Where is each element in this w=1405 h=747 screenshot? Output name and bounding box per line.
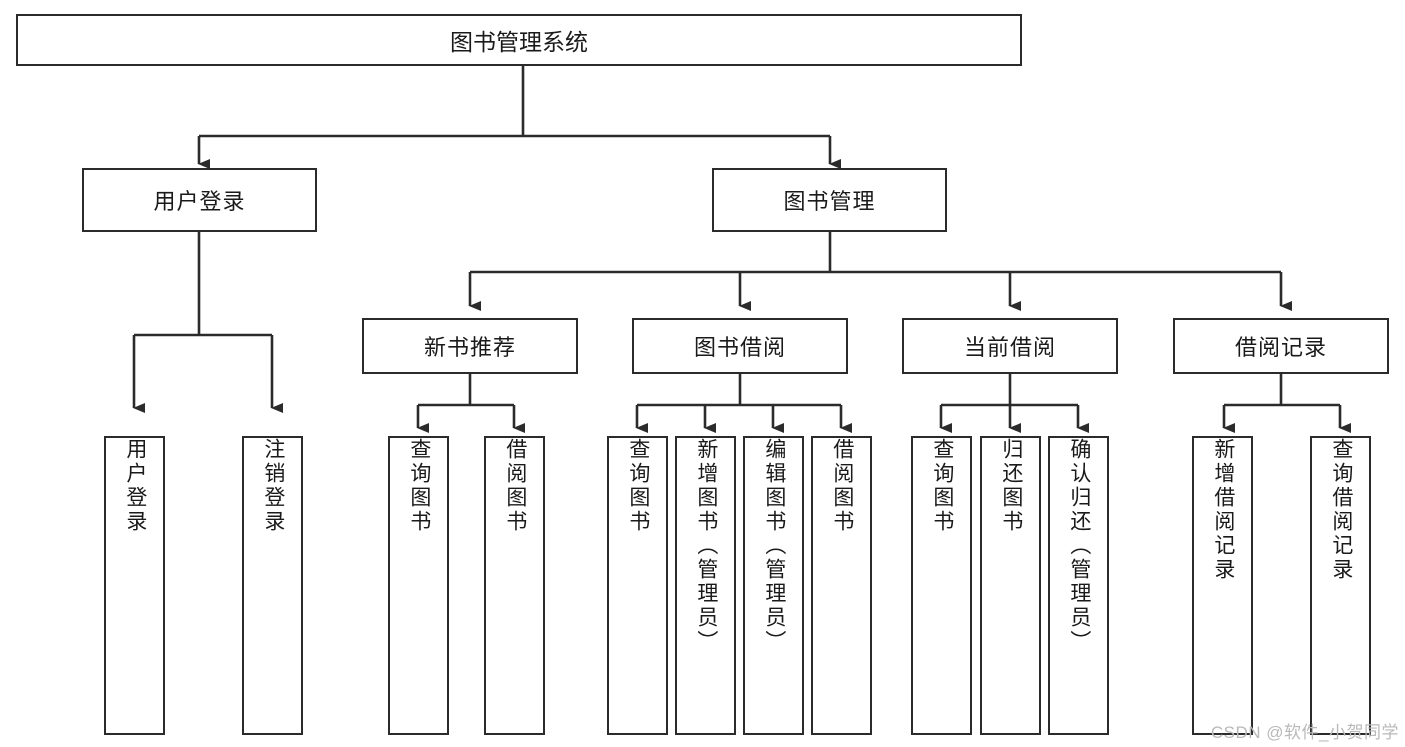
leaf-label: 借阅图书 xyxy=(503,438,527,534)
node-leaf-query-book-1[interactable]: 查询图书 xyxy=(388,436,449,735)
node-leaf-borrow-book-2[interactable]: 借阅图书 xyxy=(811,436,872,735)
node-leaf-user-login[interactable]: 用户登录 xyxy=(104,436,165,735)
leaf-label: 借阅图书 xyxy=(830,438,854,534)
node-leaf-add-record[interactable]: 新增借阅记录 xyxy=(1192,436,1253,735)
leaf-label: 编辑图书（管理员） xyxy=(762,438,786,654)
leaf-label: 新增图书（管理员） xyxy=(694,438,718,654)
node-leaf-confirm-return[interactable]: 确认归还（管理员） xyxy=(1048,436,1109,735)
leaf-label: 查询图书 xyxy=(626,438,650,534)
node-new-book-recommend[interactable]: 新书推荐 xyxy=(362,318,578,374)
node-leaf-borrow-book-1[interactable]: 借阅图书 xyxy=(484,436,545,735)
leaf-label: 查询图书 xyxy=(407,438,431,534)
leaf-label: 用户登录 xyxy=(123,438,147,534)
leaf-label: 归还图书 xyxy=(999,438,1023,534)
node-leaf-edit-book[interactable]: 编辑图书（管理员） xyxy=(743,436,804,735)
node-root-system[interactable]: 图书管理系统 xyxy=(16,14,1022,66)
csdn-watermark: CSDN @软件_小贺同学 xyxy=(1210,723,1399,742)
node-leaf-query-record[interactable]: 查询借阅记录 xyxy=(1310,436,1371,735)
leaf-label: 查询图书 xyxy=(930,438,954,534)
node-book-manage[interactable]: 图书管理 xyxy=(712,168,947,232)
node-leaf-logout-login[interactable]: 注销登录 xyxy=(242,436,303,735)
node-leaf-query-book-2[interactable]: 查询图书 xyxy=(607,436,668,735)
node-leaf-add-book[interactable]: 新增图书（管理员） xyxy=(675,436,736,735)
leaf-label: 新增借阅记录 xyxy=(1211,438,1235,582)
node-leaf-return-book[interactable]: 归还图书 xyxy=(980,436,1041,735)
leaf-label: 注销登录 xyxy=(261,438,285,534)
node-leaf-query-book-3[interactable]: 查询图书 xyxy=(911,436,972,735)
leaf-label: 确认归还（管理员） xyxy=(1067,438,1091,654)
node-user-login[interactable]: 用户登录 xyxy=(82,168,317,232)
node-borrow-record[interactable]: 借阅记录 xyxy=(1173,318,1389,374)
leaf-label: 查询借阅记录 xyxy=(1329,438,1353,582)
node-current-borrow[interactable]: 当前借阅 xyxy=(902,318,1118,374)
node-book-borrow[interactable]: 图书借阅 xyxy=(632,318,848,374)
